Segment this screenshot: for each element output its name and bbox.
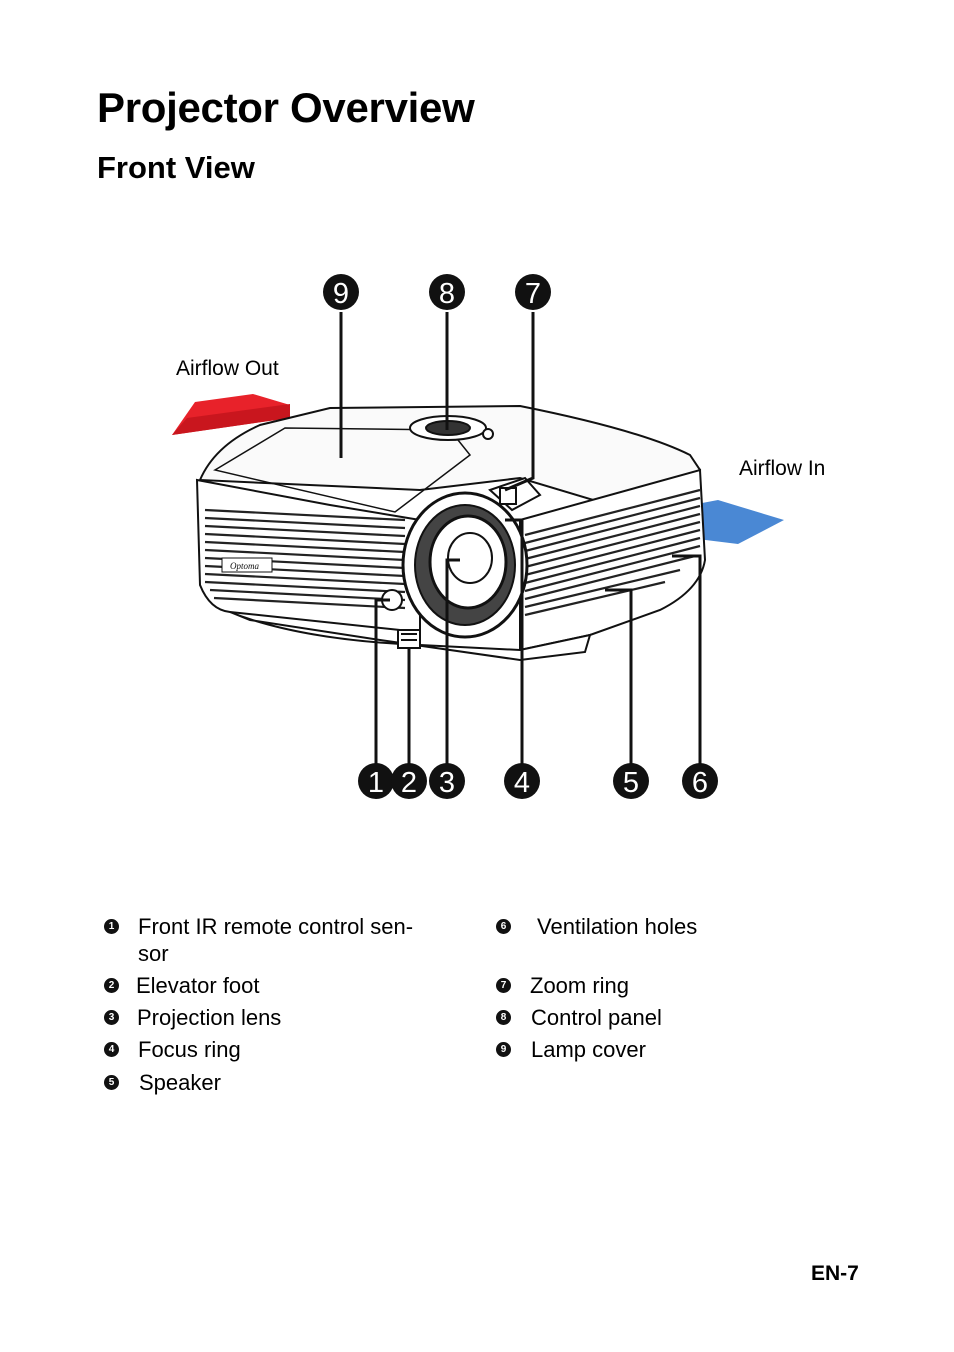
svg-text:4: 4	[514, 767, 530, 799]
svg-text:9: 9	[333, 278, 349, 310]
legend-label: Elevator foot	[136, 973, 260, 998]
legend-number: 6	[496, 919, 511, 934]
airflow-out-label: Airflow Out	[176, 357, 279, 380]
legend-number: 5	[104, 1075, 119, 1090]
legend-number: 9	[496, 1042, 511, 1057]
legend-item-5: 5 Speaker	[104, 1069, 221, 1096]
airflow-out-arrow-body	[172, 404, 290, 435]
page-number: EN-7	[811, 1262, 859, 1285]
legend-label: Control panel	[531, 1005, 662, 1030]
legend-item-9: 9 Lamp cover	[496, 1036, 646, 1063]
svg-text:5: 5	[623, 767, 639, 799]
legend-item-7: 7 Zoom ring	[496, 972, 630, 999]
legend-label: Lamp cover	[531, 1037, 646, 1062]
legend-label: Zoom ring	[530, 973, 630, 998]
svg-text:1: 1	[368, 767, 384, 799]
callout-7: 7	[515, 274, 551, 310]
legend-label: Speaker	[139, 1070, 221, 1095]
legend-label: Focus ring	[138, 1037, 241, 1062]
callout-6: 6	[682, 763, 718, 799]
svg-text:8: 8	[439, 278, 455, 310]
legend-number: 7	[496, 978, 511, 993]
legend-number: 3	[104, 1010, 119, 1025]
legend-item-3: 3 Projection lens	[104, 1004, 282, 1031]
section-title: Front View	[97, 150, 255, 185]
legend-label: Ventilation holes	[537, 914, 698, 939]
legend-label: Front IR remote control sen- sor	[138, 914, 414, 966]
page-title: Projector Overview	[97, 84, 475, 131]
brand-logo: Optoma	[230, 561, 259, 571]
callout-5: 5	[613, 763, 649, 799]
callout-8: 8	[429, 274, 465, 310]
leader-lines	[339, 312, 702, 766]
legend-label: Projection lens	[137, 1005, 282, 1030]
legend-item-4: 4 Focus ring	[104, 1036, 241, 1063]
svg-text:2: 2	[401, 767, 417, 799]
callout-3: 3	[429, 763, 465, 799]
legend-item-8: 8 Control panel	[496, 1004, 662, 1031]
legend-item-2: 2 Elevator foot	[104, 972, 260, 999]
callout-2: 2	[391, 763, 427, 799]
legend-number: 2	[104, 978, 119, 993]
legend-item-1: 1 Front IR remote control sen- sor	[104, 913, 428, 967]
callout-4: 4	[504, 763, 540, 799]
airflow-in-label: Airflow In	[739, 457, 826, 480]
projector-body	[195, 404, 707, 662]
legend-number: 1	[104, 919, 119, 934]
svg-text:7: 7	[525, 278, 541, 310]
svg-text:6: 6	[692, 767, 708, 799]
legend-number: 8	[496, 1010, 511, 1025]
callout-1: 1	[358, 763, 394, 799]
svg-text:3: 3	[439, 767, 455, 799]
legend-item-6: 6 Ventilation holes	[496, 913, 698, 940]
legend-number: 4	[104, 1042, 119, 1057]
callout-9: 9	[323, 274, 359, 310]
